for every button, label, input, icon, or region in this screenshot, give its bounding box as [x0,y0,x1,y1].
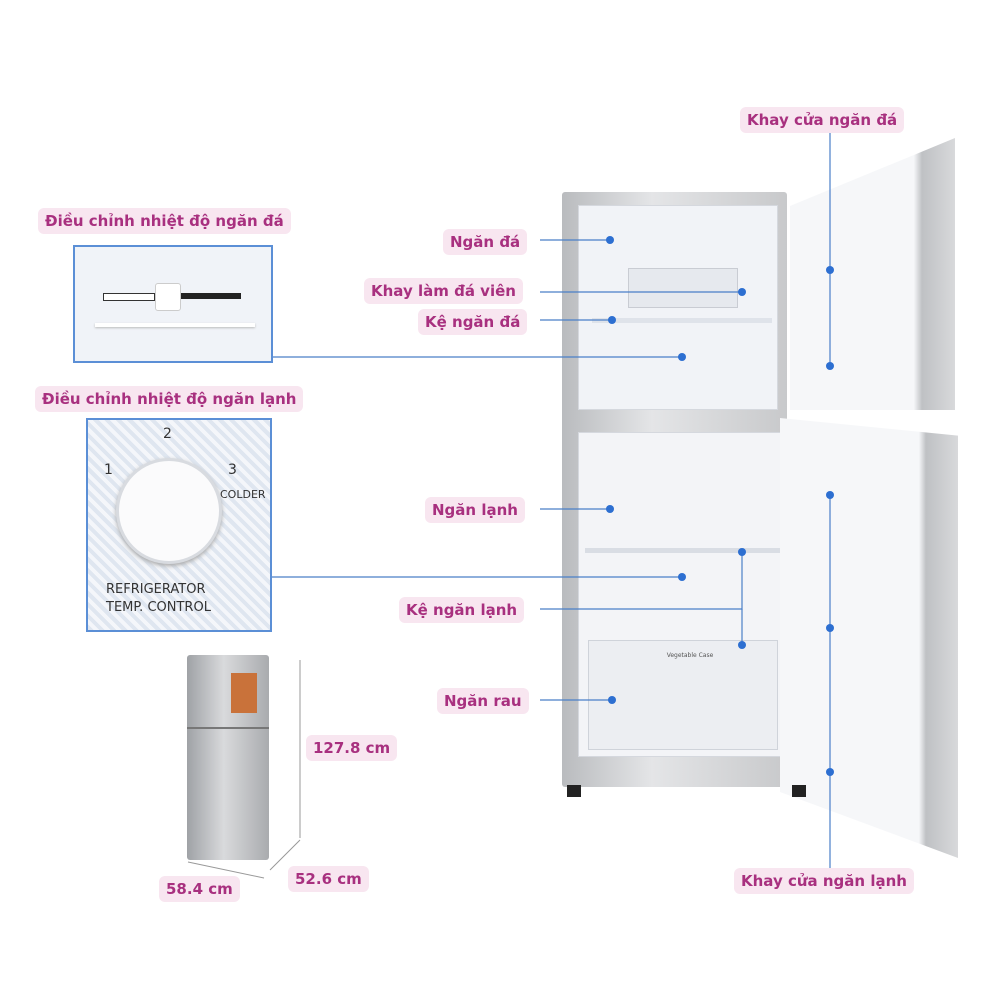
slider-track-right [181,293,241,299]
fridge-shelf [585,548,780,553]
foot-left [567,785,581,797]
dimension-height: 127.8 cm [306,735,398,761]
freezer-door [790,138,955,410]
label-fridge-door-tray: Khay cửa ngăn lạnh [734,868,914,894]
slider-rail [95,323,255,327]
dimension-width: 58.4 cm [159,876,240,902]
label-fridge: Ngăn lạnh [425,497,525,523]
dial-mark-1: 1 [104,462,113,478]
ice-tray [628,268,738,308]
label-freezer-door-tray: Khay cửa ngăn đá [740,107,905,133]
foot-right [792,785,806,797]
label-ice-tray: Khay làm đá viên [364,278,523,304]
dial-mark-3: 3 [228,462,237,478]
label-freezer-shelf: Kệ ngăn đá [418,309,528,335]
label-freezer-control: Điều chỉnh nhiệt độ ngăn đá [38,208,291,234]
fridge-thumbnail [187,655,269,860]
label-fridge-shelf: Kệ ngăn lạnh [399,597,525,623]
label-freezer: Ngăn đá [443,229,528,255]
vegetable-drawer [588,640,778,750]
dial-caption-2: TEMP. CONTROL [106,600,211,615]
label-vegetable: Ngăn rau [437,688,529,714]
vegetable-case-tag: Vegetable Case [666,652,714,659]
dial-caption-1: REFRIGERATOR [106,582,206,597]
dimension-depth: 52.6 cm [288,866,369,892]
slider-track-left [103,293,155,301]
freezer-shelf [592,318,772,323]
dial-knob [116,458,222,564]
freezer-control-image [73,245,273,363]
label-fridge-control: Điều chỉnh nhiệt độ ngăn lạnh [35,386,304,412]
dial-colder: COLDER [220,488,266,501]
slider-knob [155,283,181,311]
dial-mark-2: 2 [163,426,172,442]
fridge-door [780,418,958,858]
fridge-control-image: 1 2 3 COLDER REFRIGERATOR TEMP. CONTROL [86,418,272,632]
